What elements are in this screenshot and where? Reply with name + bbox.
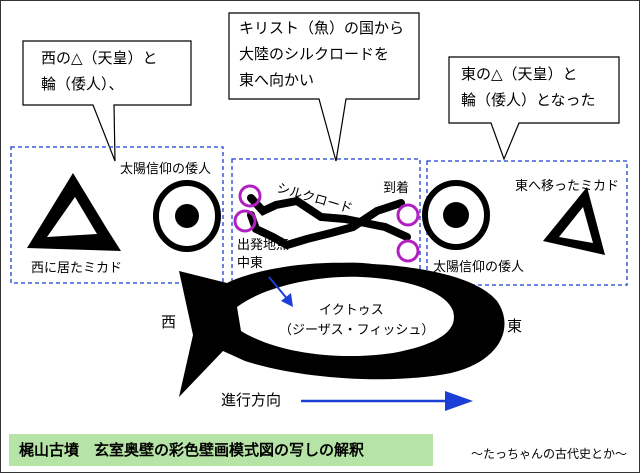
west-triangle-mark <box>27 173 121 251</box>
west-sun-label: 太陽信仰の倭人 <box>120 162 212 177</box>
east-bubble-line-1: 東の△（天皇）と <box>461 65 578 83</box>
west-sun-dot <box>175 204 199 228</box>
west-bubble-line-2: 輪（倭人）、 <box>41 75 124 93</box>
direction-arrow-head <box>445 391 473 411</box>
author-credit: ～たっちゃんの古代史とか～ <box>470 447 627 461</box>
silkroad-group-box <box>231 158 421 282</box>
arrival-ring-2 <box>396 239 420 263</box>
departure-ring-2 <box>233 209 257 233</box>
west-direction-label: 西 <box>161 313 177 331</box>
departure-label-line-2: 中東 <box>237 256 264 271</box>
west-bubble-line-1: 西の△（天皇）と <box>41 49 158 67</box>
east-bubble-line-2: 輪（倭人）となった <box>461 91 596 109</box>
arrival-ring-1 <box>396 203 420 227</box>
ichthus-label-line-1: イクトゥス <box>319 303 384 318</box>
direction-label: 進行方向 <box>221 391 282 409</box>
departure-label-line-1: 出発地点 <box>237 238 290 253</box>
pointer-arrow-line <box>268 276 290 302</box>
west-sun-ring <box>153 180 221 252</box>
west-speech-bubble <box>22 40 192 162</box>
pointer-arrow-head <box>281 293 293 307</box>
silkroad-line <box>247 194 411 241</box>
east-sun-label: 太陽信仰の倭人 <box>433 260 525 275</box>
route-bubble-line-3: 東へ向かい <box>239 71 315 89</box>
east-sun-dot <box>443 202 469 228</box>
west-mikado-label: 西に居たミカド <box>31 261 123 276</box>
east-direction-label: 東 <box>507 317 523 335</box>
ichthus-label-line-2: （ジーザス・フィッシュ） <box>279 323 435 338</box>
west-group-box <box>10 146 224 284</box>
departure-ring-1 <box>238 184 262 208</box>
east-triangle-mark <box>543 187 605 255</box>
route-speech-bubble <box>228 12 420 162</box>
arrival-label: 到着 <box>383 181 410 196</box>
silkroad-branch <box>247 199 405 250</box>
east-mikado-label: 東へ移ったミカド <box>515 179 620 194</box>
title-banner <box>9 434 433 466</box>
east-sun-ring <box>422 180 490 250</box>
page-title: 梶山古墳 玄室奥壁の彩色壁画模式図の写しの解釈 <box>19 441 365 459</box>
route-bubble-line-2: 大陸のシルクロードを <box>239 45 390 63</box>
east-speech-bubble <box>448 56 620 161</box>
east-group-box <box>426 160 628 286</box>
fish-eye-curve <box>290 262 382 274</box>
route-bubble-line-1: キリスト（魚）の国から <box>239 19 405 37</box>
